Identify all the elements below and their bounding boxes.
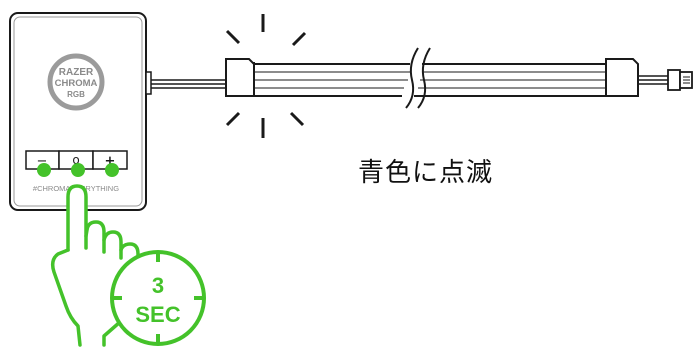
plus-button-label[interactable]: + [105, 154, 116, 169]
minus-button-label[interactable]: − [37, 154, 48, 169]
timer-icon: 3 SEC [110, 250, 206, 346]
right-connector [605, 58, 639, 97]
razer-chroma-logo: RAZER CHROMA RGB [47, 53, 105, 111]
flash-status-caption: 青色に点滅 [358, 158, 494, 188]
flash-burst-icon [225, 14, 307, 138]
led-strip [225, 47, 639, 109]
timer-value: 3 [152, 273, 164, 298]
mode-button-label[interactable]: o [72, 153, 79, 167]
controller-cable [151, 79, 226, 89]
end-cable [638, 75, 668, 85]
plus-button-indicator [105, 163, 119, 177]
cable-break-icon [405, 47, 431, 109]
left-connector [225, 58, 255, 97]
mode-button-indicator [71, 163, 85, 177]
controller-device: RAZER CHROMA RGB − o + #CHROMAEVERYTHING [9, 12, 152, 211]
logo-line3: RGB [67, 90, 85, 99]
timer-unit: SEC [135, 302, 180, 327]
logo-line1: RAZER [59, 67, 94, 78]
usb-plug-icon [667, 69, 693, 91]
logo-line2: CHROMA [55, 78, 98, 89]
minus-button-indicator [37, 163, 51, 177]
button-row: − o + [25, 150, 128, 177]
